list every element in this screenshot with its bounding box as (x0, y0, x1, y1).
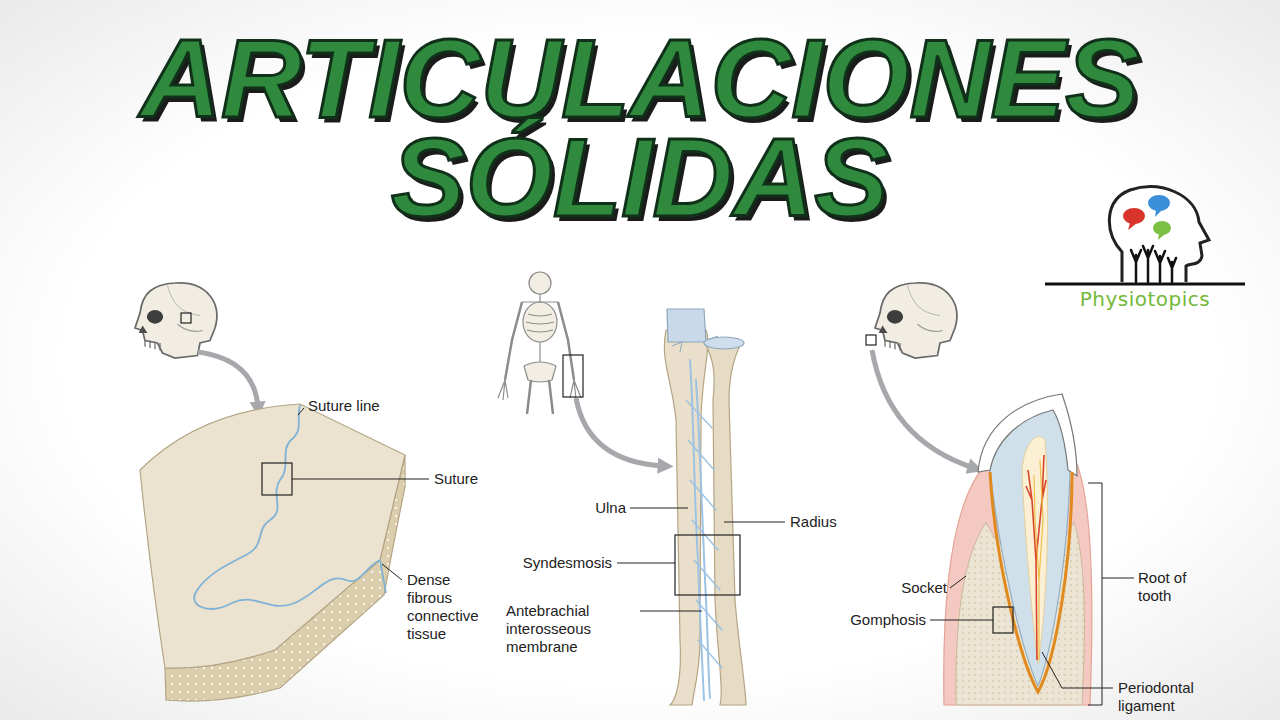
membrane-fiber (686, 400, 722, 668)
zoom-box (563, 355, 583, 397)
leader-lines (930, 483, 1134, 705)
brand-name: Physiotopics (1045, 287, 1245, 311)
logo-rule (1045, 283, 1245, 286)
zoom-arrow (576, 398, 664, 466)
bone-plate (140, 404, 405, 701)
pulp-vessels (1026, 455, 1046, 660)
leader-line (1042, 652, 1113, 688)
skeleton-icon (498, 272, 583, 414)
part-label: Socket (867, 579, 947, 597)
leader-line (930, 620, 993, 621)
part-label: Suture (434, 470, 514, 488)
leader-line (724, 522, 785, 523)
skull-icon (866, 283, 957, 358)
pulp-nerves (1034, 460, 1043, 660)
forearm-bones (664, 309, 746, 705)
part-label: Radius (790, 513, 870, 531)
logo-bubble (1123, 208, 1145, 224)
logo-bubble (1148, 195, 1170, 211)
ulna-bone (664, 330, 707, 705)
skeleton-skull (529, 272, 551, 294)
periodontal-ligament (990, 472, 1072, 692)
leader-line (1102, 578, 1134, 579)
leader-line (630, 508, 688, 509)
bracket (1088, 483, 1102, 705)
leader-lines (617, 508, 785, 611)
bone-surface (140, 404, 405, 668)
leader-line (617, 563, 675, 564)
part-label: Antebrachial interosseous membrane (506, 602, 636, 656)
skeleton-ribs (526, 314, 554, 332)
tooth-illustration (944, 394, 1092, 705)
suture-line (194, 405, 386, 609)
part-label: Dense fibrous connective tissue (407, 571, 491, 643)
leader-lines (292, 408, 429, 580)
part-label: Gomphosis (826, 611, 926, 629)
logo-bubble (1128, 223, 1137, 230)
leader-line (382, 564, 402, 580)
dentin (990, 405, 1070, 686)
zoom-arrow (872, 350, 974, 468)
zoom-box (181, 313, 191, 323)
part-label: Periodontal ligament (1118, 679, 1222, 715)
enamel (978, 394, 1077, 476)
pulp (1022, 437, 1048, 664)
skeleton-ribcage (523, 302, 557, 342)
page-title: ARTICULACIONES SÓLIDAS (30, 30, 1250, 227)
part-label: Syndesmosis (502, 554, 612, 572)
articular-cartilage (667, 309, 706, 342)
logo-bubble (1155, 210, 1162, 217)
logo-head (1109, 187, 1209, 282)
gomphosis-box (993, 607, 1013, 633)
part-label: Root of tooth (1138, 569, 1202, 605)
logo (1045, 187, 1245, 284)
leader-line (950, 576, 966, 588)
logo-bubble (1153, 221, 1171, 235)
skeleton-pelvis (524, 362, 556, 382)
leader-line (298, 408, 304, 415)
part-label: Suture line (308, 397, 418, 415)
zoom-arrow (198, 352, 258, 408)
radius-bone (706, 342, 746, 705)
zoom-box (866, 335, 876, 345)
leader-line (292, 479, 429, 480)
logo-hands (1131, 246, 1176, 282)
logo-bubble (1158, 234, 1165, 240)
leader-line (640, 611, 702, 612)
cartilage-detail (672, 336, 718, 352)
part-label: Ulna (546, 499, 626, 517)
interosseous-membrane (686, 360, 722, 700)
suture-box (262, 463, 292, 495)
skeleton-shoulders (522, 301, 558, 302)
skeleton-legs (527, 380, 553, 414)
syndesmosis-box (675, 535, 740, 595)
skull-icon (135, 283, 217, 358)
